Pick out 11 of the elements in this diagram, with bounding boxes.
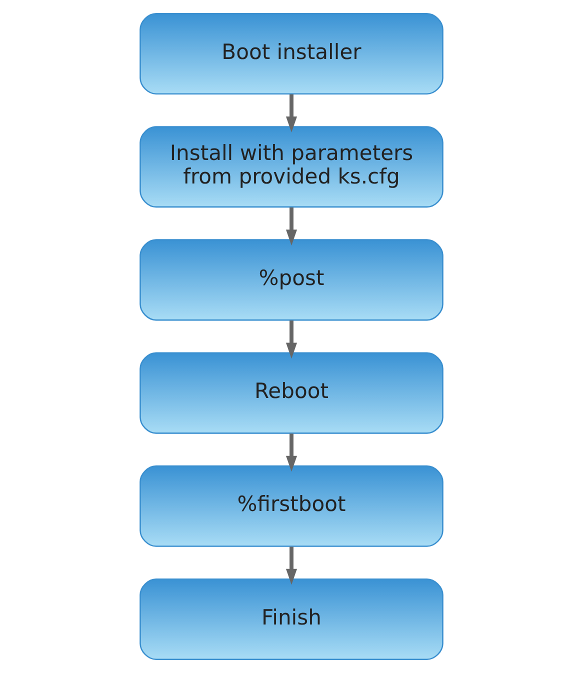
node-box: %firstboot: [139, 465, 443, 547]
node-box: Reboot: [139, 352, 443, 434]
arrow: [285, 546, 297, 585]
node-box: Install with parameters from provided ks.cfg: [139, 126, 443, 208]
node-box: Finish: [139, 578, 443, 660]
node-box: %post: [139, 239, 443, 321]
arrow: [285, 434, 297, 472]
arrow: [285, 207, 297, 246]
arrow: [285, 320, 297, 359]
arrow: [285, 94, 297, 132]
node-box: Boot installer: [139, 12, 443, 95]
